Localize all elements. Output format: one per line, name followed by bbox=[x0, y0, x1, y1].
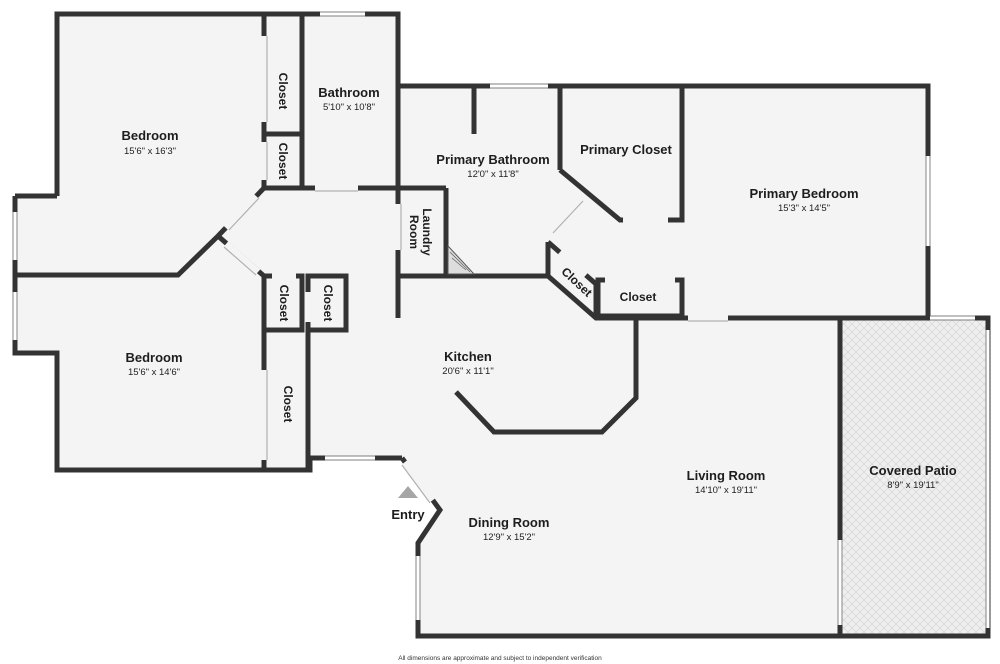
closet-label: Closet bbox=[281, 386, 295, 423]
entry-arrow-icon bbox=[398, 486, 418, 498]
covered-patio-floor bbox=[842, 320, 988, 636]
kitchen-dims: 20'6" x 11'1" bbox=[442, 366, 493, 377]
bedroom-bottom-dims: 15'6" x 14'6" bbox=[128, 367, 180, 378]
closet-label: Closet bbox=[276, 73, 290, 110]
floor-fills bbox=[15, 14, 988, 636]
bedroom-bottom-name: Bedroom bbox=[125, 350, 182, 365]
covered-patio-dims: 8'9" x 19'11" bbox=[887, 480, 938, 491]
windows bbox=[12, 11, 990, 628]
primary-closet-name: Primary Closet bbox=[580, 142, 672, 157]
entry-label: Entry bbox=[391, 507, 425, 522]
room-labels: Bedroom 15'6" x 16'3" Bathroom 5'10" x 1… bbox=[121, 85, 956, 543]
primary-bedroom-dims: 15'3" x 14'5" bbox=[778, 203, 830, 214]
bedroom-top-name: Bedroom bbox=[121, 128, 178, 143]
bedroom-top-dims: 15'6" x 16'3" bbox=[124, 146, 176, 157]
covered-patio-name: Covered Patio bbox=[869, 463, 956, 478]
laundry-room-name-line2: Room bbox=[407, 215, 421, 249]
disclaimer-text: All dimensions are approximate and subje… bbox=[398, 655, 602, 662]
bathroom-name: Bathroom bbox=[318, 85, 379, 100]
stair-hatch bbox=[447, 244, 476, 275]
primary-bathroom-name: Primary Bathroom bbox=[436, 152, 549, 167]
closet-label: Closet bbox=[321, 285, 335, 322]
kitchen-name: Kitchen bbox=[444, 349, 492, 364]
bathroom-dims: 5'10" x 10'8" bbox=[323, 102, 375, 113]
laundry-room-name-line1: Laundry bbox=[420, 208, 434, 256]
living-room-dims: 14'10" x 19'11" bbox=[695, 485, 757, 496]
dining-room-name: Dining Room bbox=[469, 515, 550, 530]
primary-bathroom-dims: 12'0" x 11'8" bbox=[467, 169, 518, 180]
closet-label: Closet bbox=[620, 290, 657, 304]
living-room-name: Living Room bbox=[687, 468, 766, 483]
door-openings bbox=[223, 36, 728, 504]
primary-bedroom-name: Primary Bedroom bbox=[749, 186, 858, 201]
closet-label: Closet bbox=[277, 285, 291, 322]
closet-label: Closet bbox=[276, 143, 290, 180]
dining-room-dims: 12'9" x 15'2" bbox=[483, 532, 535, 543]
